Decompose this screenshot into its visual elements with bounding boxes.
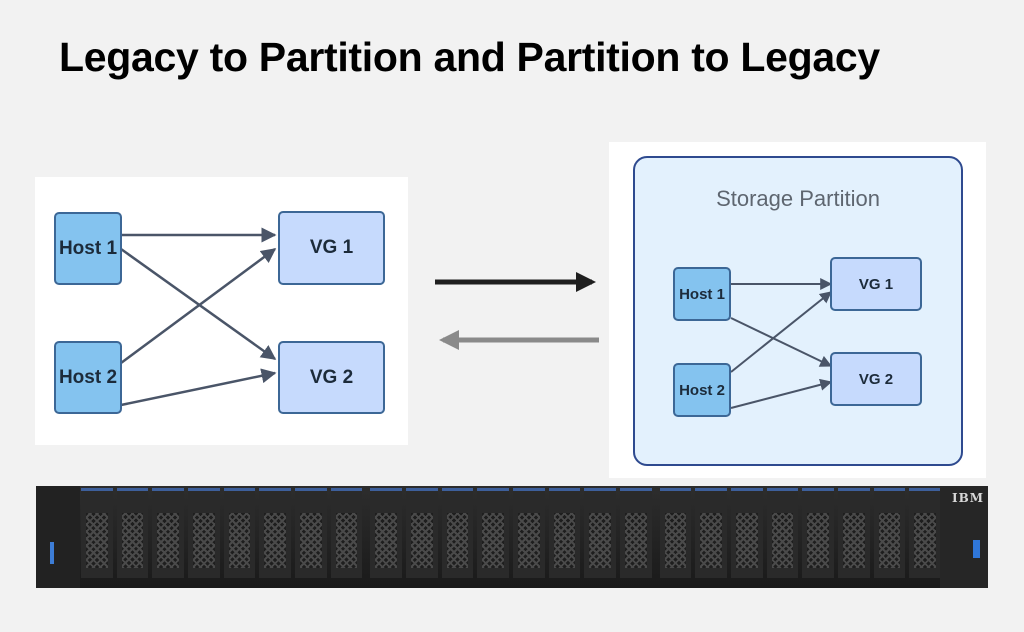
edge-p-host1-vg2 bbox=[730, 317, 833, 367]
partition-diagram: Storage Partition Host 1 Host 2 VG 1 VG … bbox=[609, 142, 986, 478]
ibm-logo: IBM bbox=[951, 491, 984, 505]
drive-bay bbox=[477, 488, 510, 578]
legacy-edges bbox=[120, 227, 277, 407]
drive-bay bbox=[259, 488, 292, 578]
edge-host2-vg1 bbox=[120, 247, 277, 365]
partition-host-2: Host 2 bbox=[673, 363, 731, 417]
legacy-host-1: Host 1 bbox=[54, 212, 122, 285]
drive-bay bbox=[152, 488, 185, 578]
partition-vg-1: VG 1 bbox=[830, 257, 922, 311]
drive-bay bbox=[116, 488, 149, 578]
drive-bay bbox=[659, 488, 692, 578]
status-led bbox=[50, 542, 54, 564]
edge-host2-vg2 bbox=[120, 368, 277, 407]
drive-bay bbox=[695, 488, 728, 578]
drive-bay bbox=[370, 488, 403, 578]
drive-bay bbox=[295, 488, 327, 578]
edge-host1-vg2 bbox=[120, 247, 277, 361]
drive-bay bbox=[731, 488, 763, 578]
release-latch bbox=[973, 540, 980, 558]
edge-p-host2-vg1 bbox=[730, 291, 832, 373]
partition-edges bbox=[730, 278, 833, 409]
drive-bay bbox=[441, 488, 474, 578]
drive-bay bbox=[330, 488, 363, 578]
drive-bay bbox=[620, 488, 652, 578]
array-left-ear bbox=[36, 486, 80, 588]
drive-bay bbox=[548, 488, 581, 578]
drive-bay bbox=[909, 488, 942, 578]
drive-bay bbox=[81, 488, 113, 578]
edge-p-host2-vg2 bbox=[730, 378, 833, 409]
partition-host-1: Host 1 bbox=[673, 267, 731, 321]
drive-bay bbox=[766, 488, 799, 578]
storage-partition-label: Storage Partition bbox=[716, 186, 880, 211]
array-right-ear: IBM bbox=[940, 486, 988, 588]
drive-bay bbox=[513, 488, 545, 578]
storage-partition-box: Storage Partition Host 1 Host 2 VG 1 VG … bbox=[633, 156, 963, 466]
drive-bay bbox=[188, 488, 220, 578]
drive-bay bbox=[802, 488, 835, 578]
drive-bay bbox=[223, 488, 256, 578]
legacy-vg-2: VG 2 bbox=[278, 341, 385, 414]
drive-bay bbox=[873, 488, 906, 578]
drive-bay bbox=[584, 488, 617, 578]
legacy-vg-1: VG 1 bbox=[278, 211, 385, 285]
drive-bays bbox=[81, 488, 942, 578]
legacy-host-2: Host 2 bbox=[54, 341, 122, 414]
storage-array-image: IBM bbox=[36, 486, 988, 588]
drive-bay bbox=[838, 488, 870, 578]
slide-title: Legacy to Partition and Partition to Leg… bbox=[59, 34, 880, 80]
drive-bay bbox=[406, 488, 438, 578]
legacy-diagram: Host 1 Host 2 VG 1 VG 2 bbox=[35, 177, 408, 445]
partition-vg-2: VG 2 bbox=[830, 352, 922, 406]
